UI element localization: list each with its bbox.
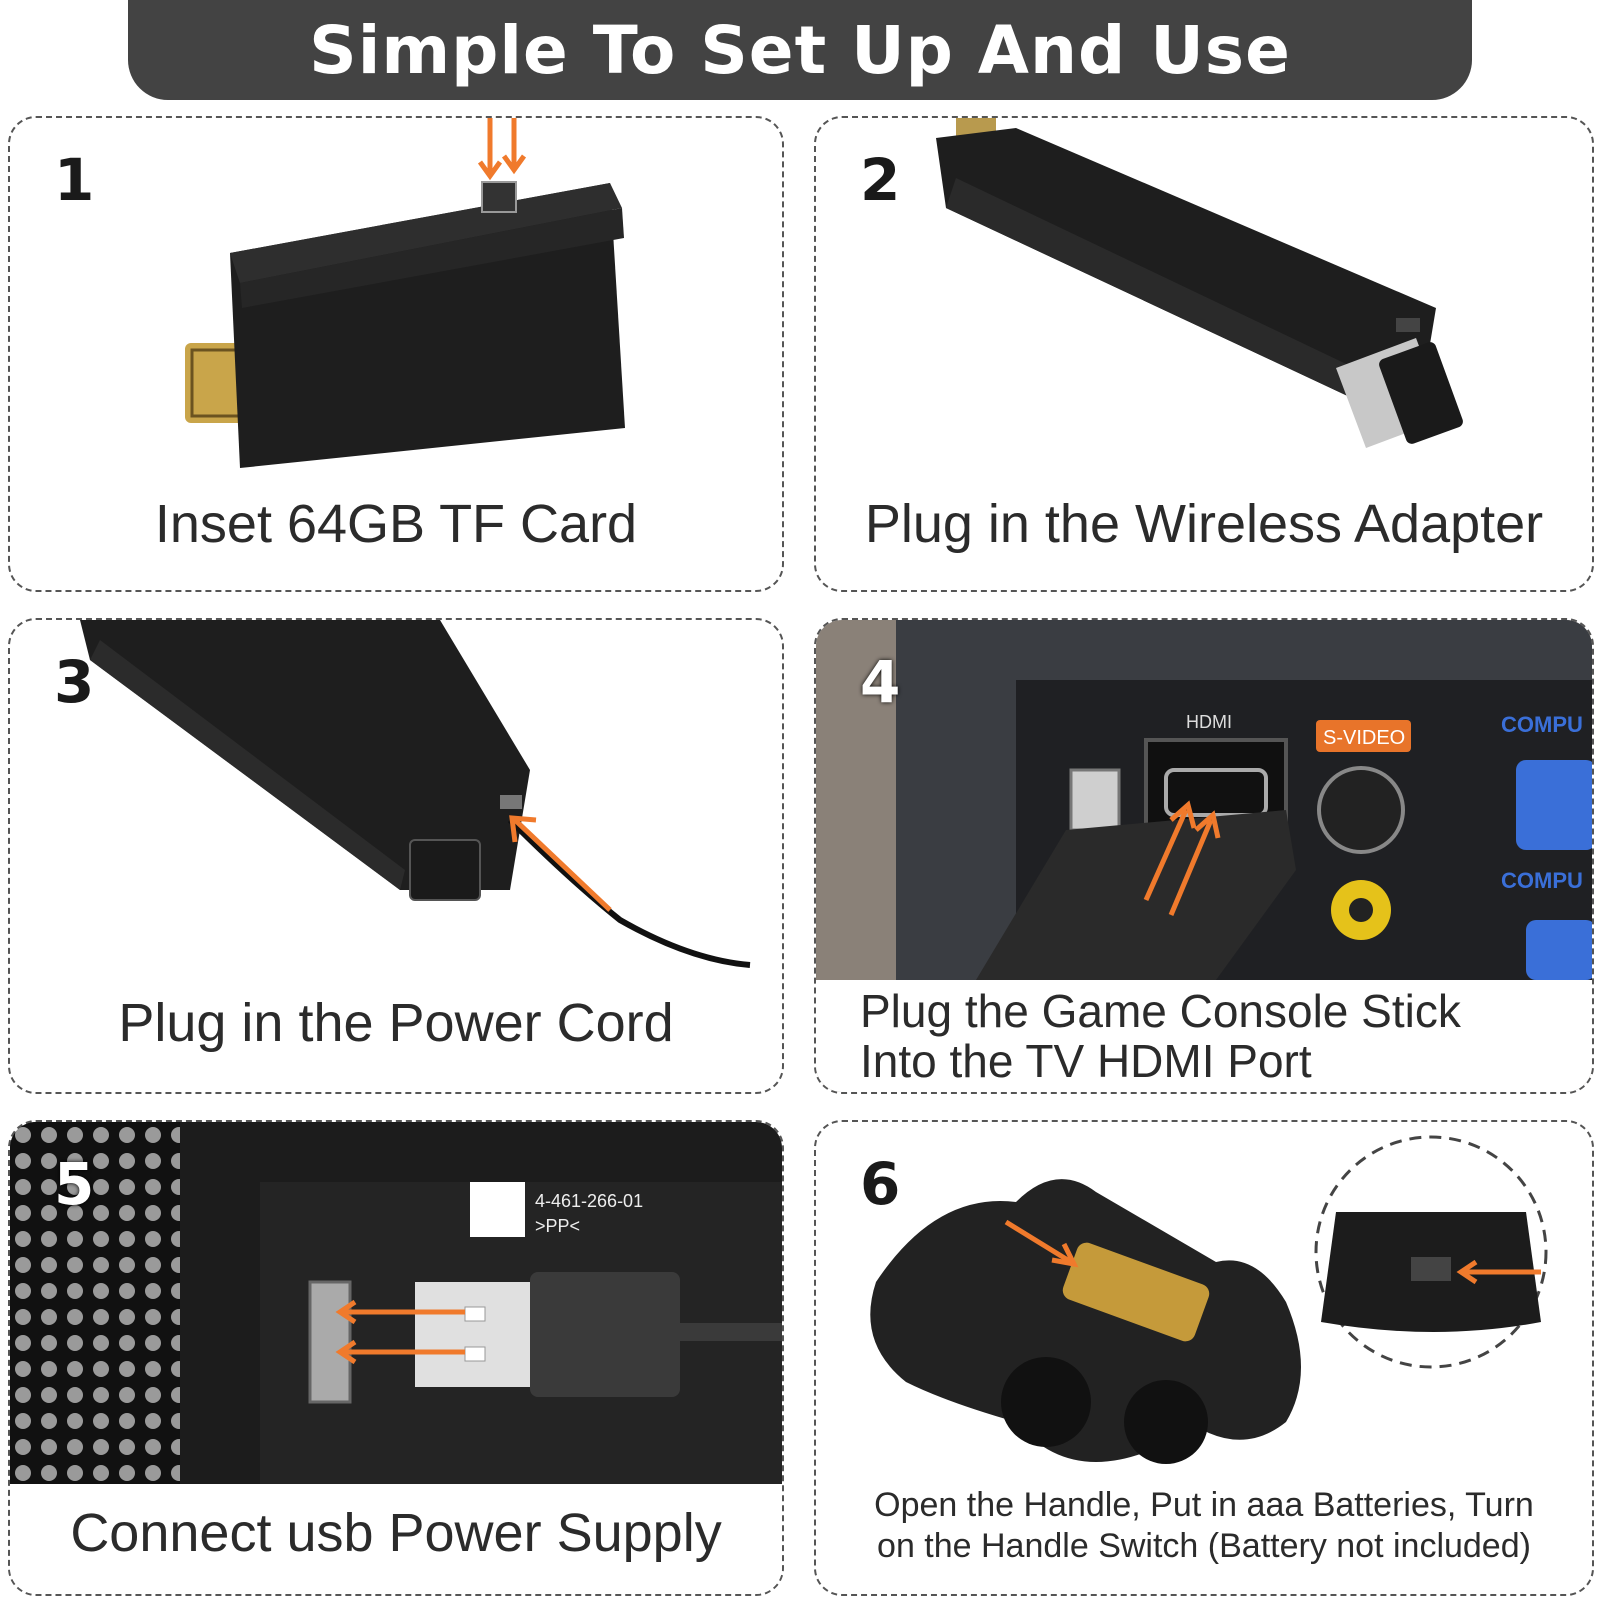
comp-label-bottom: COMPU — [1501, 868, 1583, 893]
step-number: 1 — [54, 146, 95, 214]
step-caption: Plug in the Wireless Adapter — [864, 494, 1544, 554]
header-banner: Simple To Set Up And Use — [128, 0, 1472, 100]
controller-battery-illustration — [870, 1135, 1548, 1464]
svideo-port — [1317, 766, 1405, 854]
usb-port — [308, 1280, 352, 1404]
page-title: Simple To Set Up And Use — [309, 11, 1291, 89]
wireless-adapter-illustration — [936, 118, 1463, 448]
vent-grille — [10, 1122, 180, 1484]
tf-card — [481, 181, 517, 213]
caption-band — [10, 1484, 782, 1594]
step-number: 2 — [860, 146, 901, 214]
power-cord — [507, 817, 751, 968]
step-number: 5 — [54, 1150, 95, 1218]
step-3-panel: 3 Plug in the Power Cord — [8, 618, 784, 1094]
switch-arrow-icon — [1456, 1259, 1541, 1285]
power-switch — [1411, 1257, 1451, 1281]
vga-port — [1516, 760, 1592, 850]
step-caption-line2: Into the TV HDMI Port — [860, 1035, 1312, 1087]
step-caption: Inset 64GB TF Card — [154, 494, 638, 554]
step-5-panel: 4-461-266-01 >PP< 5 Connect usb Power Su… — [8, 1120, 784, 1596]
plug-arrow-icon — [509, 815, 612, 912]
qr-code-label — [470, 1182, 525, 1237]
step-caption: Plug in the Power Cord — [118, 993, 674, 1053]
usb-plug — [415, 1282, 545, 1387]
step-caption-line1: Plug the Game Console Stick — [860, 985, 1461, 1037]
aaa-batteries — [1062, 1242, 1210, 1342]
comp-label-top: COMPU — [1501, 712, 1583, 737]
label-text-line1: 4-461-266-01 — [535, 1191, 643, 1211]
step-2-panel: 2 Plug in the Wireless Adapter — [814, 116, 1594, 592]
console-stick — [80, 620, 530, 890]
step-caption-line2: on the Handle Switch (Battery not includ… — [877, 1527, 1531, 1565]
step-number: 6 — [860, 1150, 901, 1218]
hdmi-arrow-icon — [1143, 800, 1221, 916]
step-caption: Connect usb Power Supply — [70, 1503, 722, 1563]
step-caption-line1: Open the Handle, Put in aaa Batteries, T… — [874, 1486, 1534, 1524]
step-4-panel: HDMI S-VIDEO COMPU COMPU 4 Plug the Game… — [814, 618, 1594, 1094]
label-text-line2: >PP< — [535, 1216, 580, 1236]
usb-port — [1069, 768, 1121, 832]
tf-card-illustration — [185, 118, 625, 468]
console-stick — [976, 810, 1296, 980]
hdmi-label: HDMI — [1186, 712, 1232, 732]
wireless-adapter — [409, 839, 481, 901]
svideo-label: S-VIDEO — [1323, 727, 1405, 749]
usb-power-illustration: 4-461-266-01 >PP< — [10, 1122, 782, 1484]
step-1-panel: 1 Inset 64GB TF Card — [8, 116, 784, 592]
hdmi-port — [1164, 768, 1268, 817]
battery-arrow-icon — [1004, 1219, 1079, 1268]
tv-hdmi-illustration: HDMI S-VIDEO COMPU COMPU — [816, 620, 1592, 1092]
power-cord-illustration — [80, 620, 751, 968]
usb-arrow-icon — [335, 1299, 465, 1365]
step-number: 4 — [860, 648, 901, 716]
step-number: 3 — [54, 648, 95, 716]
step-6-panel: 6 Open the Handle, Put in aaa Batteries,… — [814, 1120, 1594, 1596]
insert-arrow-icon — [477, 118, 527, 181]
